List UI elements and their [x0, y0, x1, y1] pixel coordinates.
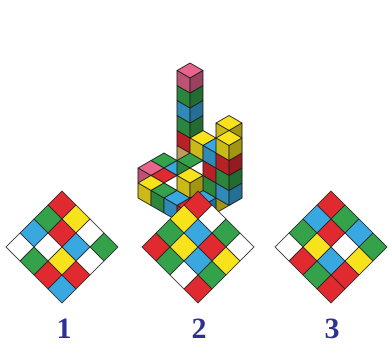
option-3-label[interactable]: 3 — [312, 312, 352, 346]
option-1-label[interactable]: 1 — [44, 312, 84, 346]
option-3-top-view — [275, 191, 387, 303]
option-2-label[interactable]: 2 — [179, 312, 219, 346]
option-1-top-view — [6, 191, 118, 303]
